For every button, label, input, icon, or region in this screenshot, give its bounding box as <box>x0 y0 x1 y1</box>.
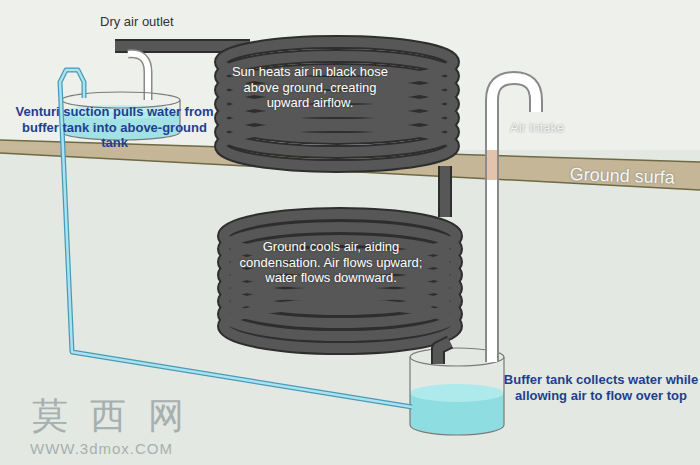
connector-line <box>438 342 450 364</box>
upper-coil <box>221 42 453 166</box>
upper-coil-node: Sun heats air in black hose above ground… <box>218 44 458 172</box>
node-text: Buffer tank collects water while allowin… <box>502 372 700 403</box>
intake-label: Air intake <box>510 121 564 135</box>
intake-ground-tint <box>487 150 497 180</box>
node-text: Sun heats air in black hose above ground… <box>230 64 390 111</box>
underground <box>0 150 700 465</box>
connector-line <box>438 166 452 217</box>
connector-line <box>438 342 450 364</box>
lower-coil-node: Ground cools air, aiding condensation. A… <box>218 213 463 348</box>
lower-coil <box>224 214 456 348</box>
upper-tank-node: Venturi suction pulls water from buffer … <box>12 98 217 150</box>
outlet-label: Dry air outlet <box>100 15 174 29</box>
hose-connector <box>445 166 446 217</box>
buffer-tank-node: Buffer tank collects water while allowin… <box>408 352 700 440</box>
connector-line <box>440 166 450 217</box>
ground-label: Ground surfa <box>569 165 675 188</box>
node-text: Ground cools air, aiding condensation. A… <box>226 239 436 286</box>
hose-connector <box>438 342 450 364</box>
watermark: 莫 西 网 <box>32 396 190 436</box>
watermark-url: WWW.3dmox.COM <box>30 441 173 458</box>
node-text: Venturi suction pulls water from buffer … <box>12 104 217 151</box>
